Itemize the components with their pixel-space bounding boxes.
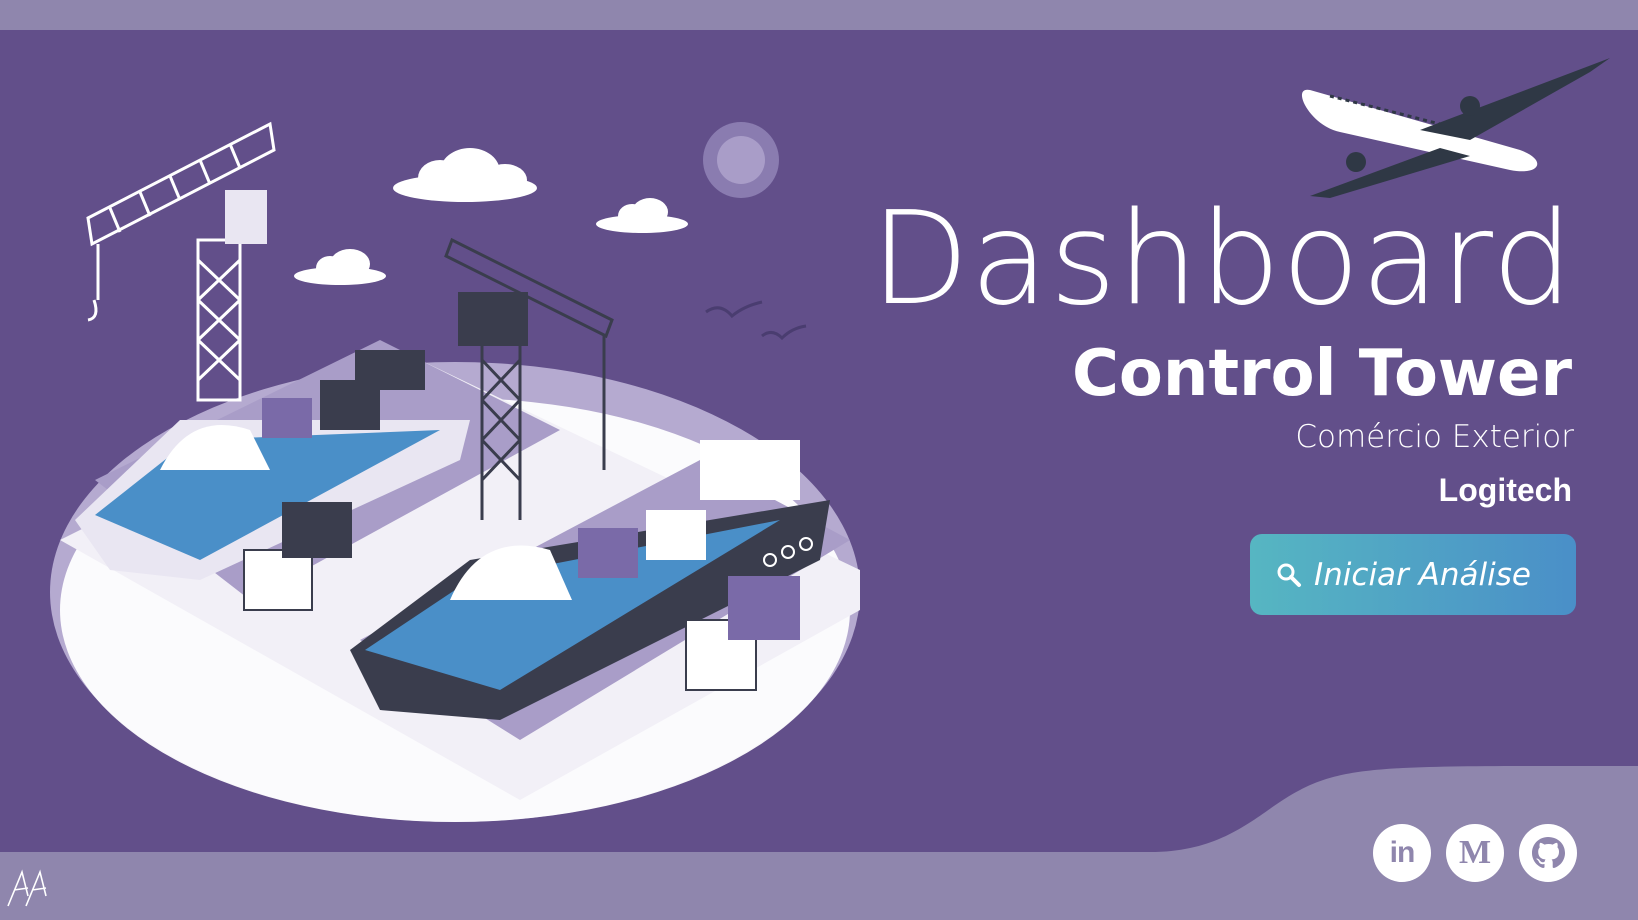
start-analysis-label: Iniciar Análise: [1314, 556, 1531, 593]
author-signature: [7, 869, 47, 907]
brand-logo: Logitech: [1438, 472, 1572, 508]
github-button[interactable]: [1519, 824, 1577, 882]
github-icon: [1532, 837, 1565, 868]
top-band: [0, 0, 1638, 30]
linkedin-icon: in: [1389, 836, 1416, 869]
medium-icon: M: [1458, 834, 1492, 871]
page-subtitle: Control Tower: [1071, 337, 1572, 411]
section-label: Comércio Exterior: [1295, 419, 1574, 455]
cloud-icon: [294, 148, 688, 285]
medium-button[interactable]: M: [1446, 824, 1504, 882]
start-analysis-button[interactable]: Iniciar Análise: [1250, 534, 1576, 615]
page-title: Dashboard: [870, 185, 1574, 334]
linkedin-button[interactable]: in: [1373, 824, 1431, 882]
search-icon: [1277, 563, 1301, 587]
airplane-icon: [1301, 58, 1610, 198]
